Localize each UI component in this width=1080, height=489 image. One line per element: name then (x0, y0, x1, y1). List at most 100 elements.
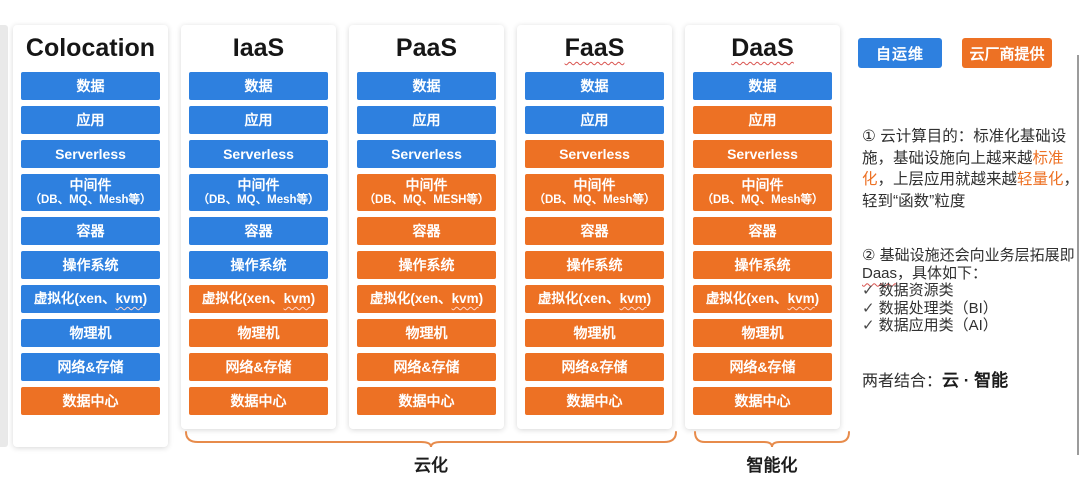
note3-bold: 云 · 智能 (942, 371, 1009, 390)
layer-block: 容器 (189, 217, 328, 245)
layer-label: Serverless (223, 145, 294, 162)
checklist-item: ✓数据处理类（BI） (862, 300, 1080, 318)
layer-block: 虚拟化(xen、kvm) (357, 285, 496, 313)
layer-block: 操作系统 (189, 251, 328, 279)
layer-label: 中间件 (741, 177, 784, 194)
layer-label: 虚拟化(xen、kvm) (538, 291, 651, 307)
note-daas-expansion: ② 基础设施还会向业务层拓展即Daas，具体如下： ✓数据资源类✓数据处理类（B… (862, 247, 1080, 335)
layer-block: 虚拟化(xen、kvm) (21, 285, 160, 313)
checklist-item-label: 数据资源类 (878, 282, 954, 299)
column-card-iaas: IaaS 数据应用 Serverless 中间件（DB、MQ、Mesh等） 容器操作系统… (181, 25, 336, 429)
column-title-text: DaaS (731, 34, 794, 62)
layer-label: Serverless (55, 145, 126, 162)
layer-block: 中间件（DB、MQ、Mesh等） (189, 174, 328, 211)
layer-block: 操作系统 (525, 251, 664, 279)
layer-label: 物理机 (741, 324, 784, 341)
legend: 自运维 云厂商提供 (858, 38, 1052, 68)
layer-label-kvm: kvm (787, 291, 815, 307)
layer-label: 数据 (748, 77, 777, 94)
layer-sublabel: （DB、MQ、MESH等） (363, 194, 490, 207)
layer-block: Serverless (357, 140, 496, 168)
layer-block: 物理机 (189, 319, 328, 347)
column-title-text: FaaS (564, 34, 625, 62)
check-icon: ✓ (862, 317, 875, 334)
layer-block: 数据 (189, 72, 328, 100)
note2-checklist: ✓数据资源类✓数据处理类（BI）✓数据应用类（AI） (862, 282, 1080, 335)
layer-block: Serverless (525, 140, 664, 168)
layer-label: 数据 (580, 77, 609, 94)
layer-label: 应用 (244, 111, 273, 128)
layer-sublabel: （DB、MQ、Mesh等） (197, 194, 320, 207)
checklist-item: ✓数据资源类 (862, 282, 1080, 300)
layer-block: 网络&存储 (525, 353, 664, 381)
layer-block: 数据中心 (21, 387, 160, 415)
layer-block: 物理机 (21, 319, 160, 347)
column-title-daas: DaaS (693, 25, 832, 72)
layer-block: 中间件（DB、MQ、Mesh等） (21, 174, 160, 211)
layer-label: 物理机 (573, 324, 616, 341)
layer-label: 虚拟化(xen、kvm) (34, 291, 147, 307)
layer-block: 操作系统 (693, 251, 832, 279)
layer-label: 应用 (580, 111, 609, 128)
layer-label: 中间件 (237, 177, 280, 194)
layer-label: 容器 (412, 222, 441, 239)
note3-prefix: 两者结合： (862, 373, 943, 390)
legend-chip-cloud-vendor: 云厂商提供 (962, 38, 1052, 68)
layer-label: 数据 (412, 77, 441, 94)
layer-label: 数据中心 (230, 392, 287, 409)
layer-label: 物理机 (237, 324, 280, 341)
layer-block: 网络&存储 (693, 353, 832, 381)
layer-label-kvm: kvm (115, 291, 143, 307)
layer-label: 操作系统 (566, 256, 623, 273)
column-title-text: PaaS (395, 34, 458, 62)
layer-block: 容器 (525, 217, 664, 245)
checklist-item-label: 数据处理类（BI） (878, 299, 998, 317)
layer-label: 数据中心 (398, 392, 455, 409)
layer-label: 物理机 (405, 324, 448, 341)
layer-label-kvm: kvm (451, 291, 479, 307)
note1-highlight-standardization: 标准化 (862, 149, 1064, 189)
label-intelligence: 智能化 (746, 456, 798, 475)
right-edge-line (1077, 55, 1079, 455)
column-title-colocation: Colocation (21, 25, 160, 72)
layer-label-post: ) (646, 291, 652, 307)
layer-label: 网络&存储 (225, 358, 292, 375)
layer-block: 物理机 (357, 319, 496, 347)
column-title-text: IaaS (232, 34, 285, 62)
layer-label: Serverless (391, 145, 462, 162)
layer-block: Serverless (21, 140, 160, 168)
layer-label-post: ) (310, 291, 316, 307)
layer-block: 数据 (357, 72, 496, 100)
layer-block: Serverless (693, 140, 832, 168)
legend-chip-self-ops: 自运维 (858, 38, 942, 68)
layer-label: 操作系统 (230, 256, 287, 273)
layer-block: 物理机 (693, 319, 832, 347)
layer-label: 操作系统 (62, 256, 119, 273)
layer-block: 虚拟化(xen、kvm) (525, 285, 664, 313)
column-title-paas: PaaS (357, 25, 496, 72)
layer-label: 中间件 (405, 177, 448, 194)
layer-block: 中间件（DB、MQ、MESH等） (357, 174, 496, 211)
layer-block: 容器 (21, 217, 160, 245)
layer-block: Serverless (189, 140, 328, 168)
layer-block: 虚拟化(xen、kvm) (693, 285, 832, 313)
layer-label-pre: 虚拟化(xen、 (369, 291, 452, 307)
layer-block: 容器 (357, 217, 496, 245)
layer-label: 数据 (244, 77, 273, 94)
note2-seg2: ，具体如下： (897, 264, 988, 282)
note1-seg3: ，轻到“函数”粒度 (862, 171, 1080, 210)
layer-label: 数据中心 (734, 392, 791, 409)
layer-block: 应用 (357, 106, 496, 134)
checklist-item: ✓数据应用类（AI） (862, 317, 1080, 335)
layer-label: 物理机 (69, 324, 112, 341)
label-cloudification: 云化 (414, 456, 448, 475)
layer-sublabel: （DB、MQ、Mesh等） (29, 194, 152, 207)
layer-block: 应用 (693, 106, 832, 134)
layer-block: 数据中心 (357, 387, 496, 415)
